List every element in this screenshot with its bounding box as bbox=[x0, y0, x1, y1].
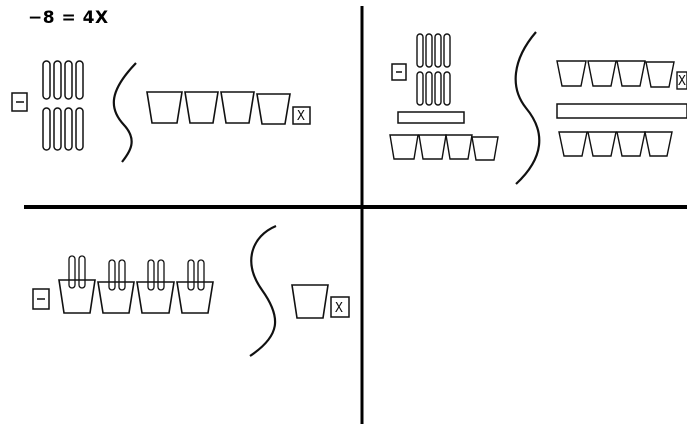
cup-with-tiles bbox=[177, 260, 213, 313]
cup-icon bbox=[645, 132, 672, 156]
unit-tile bbox=[76, 108, 83, 150]
string-divider bbox=[114, 63, 136, 162]
cup-icon bbox=[257, 94, 290, 124]
cup-icon bbox=[185, 92, 218, 123]
unit-tile bbox=[119, 260, 125, 290]
x-label: X bbox=[335, 301, 343, 316]
cup-icon bbox=[617, 61, 645, 86]
negative-label-box bbox=[392, 64, 406, 80]
cups-with-tiles-group bbox=[59, 256, 213, 313]
unit-tile bbox=[109, 260, 115, 290]
cup-icon bbox=[557, 61, 586, 86]
unit-tile bbox=[158, 260, 164, 290]
unit-tile bbox=[426, 72, 432, 105]
unit-tile bbox=[43, 108, 50, 150]
unit-tile bbox=[444, 34, 450, 67]
x-label-box: X bbox=[677, 72, 687, 89]
cups-group bbox=[147, 92, 290, 124]
unit-tile bbox=[188, 260, 194, 290]
x-label-box: X bbox=[293, 107, 310, 124]
cups-group-left bbox=[390, 135, 498, 160]
cup-icon bbox=[559, 132, 587, 156]
unit-tile bbox=[417, 72, 423, 105]
unit-tile bbox=[76, 61, 83, 99]
unit-tile bbox=[435, 72, 441, 105]
cups-group-right-top bbox=[557, 61, 674, 87]
cup-icon bbox=[617, 132, 645, 156]
x-label: X bbox=[678, 74, 686, 89]
unit-tile bbox=[54, 61, 61, 99]
unit-tile bbox=[79, 256, 85, 288]
cup-with-tiles bbox=[59, 256, 95, 313]
cup-icon bbox=[588, 132, 616, 156]
unit-tile bbox=[65, 108, 72, 150]
cup-icon bbox=[221, 92, 254, 123]
unit-tile bbox=[43, 61, 50, 99]
unit-tile bbox=[148, 260, 154, 290]
unit-tile bbox=[435, 34, 441, 67]
panel-top-left: X bbox=[12, 61, 310, 162]
cup-icon bbox=[390, 135, 418, 159]
negative-label-box bbox=[33, 289, 49, 309]
cup-icon bbox=[292, 285, 328, 318]
negative-tiles-group bbox=[43, 61, 83, 150]
cup-icon bbox=[177, 282, 213, 313]
cup-icon bbox=[646, 62, 674, 87]
cup-icon bbox=[419, 135, 446, 159]
unit-tile bbox=[417, 34, 423, 67]
cup-with-tiles bbox=[137, 260, 174, 313]
cup-icon bbox=[446, 135, 472, 159]
unit-tile bbox=[54, 108, 61, 150]
unit-tile bbox=[444, 72, 450, 105]
balance-bar-left bbox=[398, 112, 464, 123]
unit-tile bbox=[426, 34, 432, 67]
cup-icon bbox=[98, 282, 134, 313]
unit-tile bbox=[69, 256, 75, 288]
cups-group-right-bottom bbox=[559, 132, 672, 156]
panel-bottom-left: X bbox=[33, 226, 349, 356]
cup-icon bbox=[147, 92, 182, 123]
negative-label-box bbox=[12, 93, 27, 111]
cup-icon bbox=[137, 282, 174, 313]
panel-top-right: X bbox=[390, 32, 687, 184]
x-label-box: X bbox=[331, 297, 349, 317]
balance-bar-right bbox=[557, 104, 687, 118]
cup-icon bbox=[472, 137, 498, 160]
unit-tile bbox=[198, 260, 204, 290]
string-divider bbox=[250, 226, 276, 356]
cup-icon bbox=[59, 280, 95, 313]
negative-tiles-group bbox=[417, 34, 450, 105]
cup-with-tiles bbox=[98, 260, 134, 313]
unit-tile bbox=[65, 61, 72, 99]
string-divider bbox=[516, 32, 540, 184]
x-label: X bbox=[297, 109, 305, 124]
cup-icon bbox=[588, 61, 616, 86]
